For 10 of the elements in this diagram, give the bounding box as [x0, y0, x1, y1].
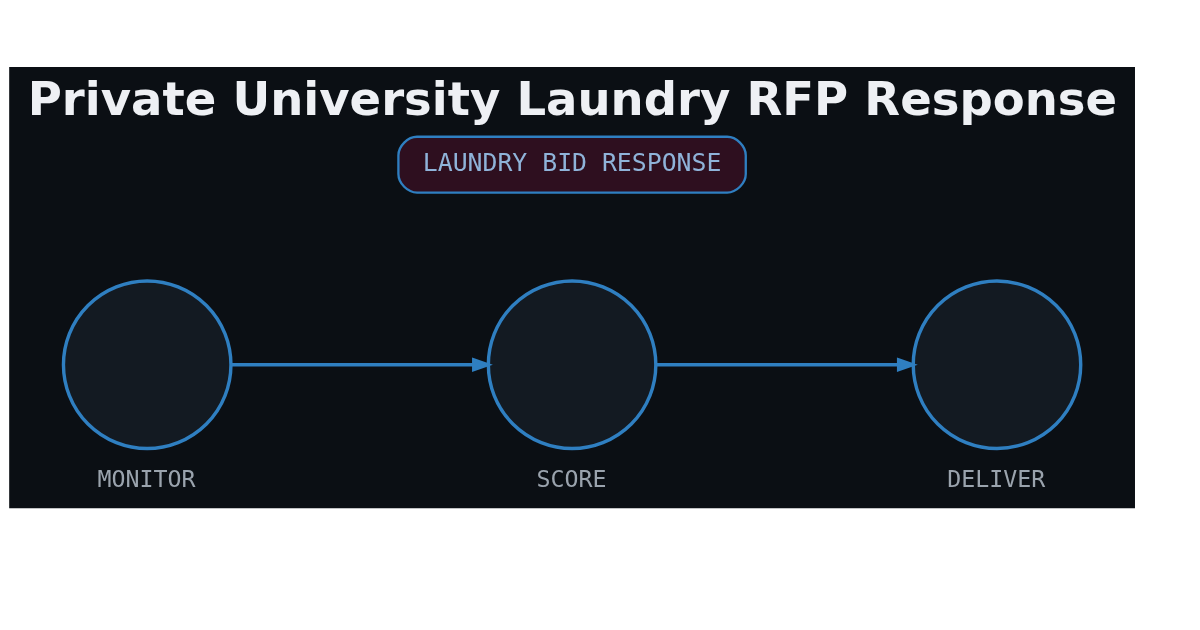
node-label: MONITOR: [97, 464, 196, 492]
node-label: DELIVER: [947, 464, 1046, 492]
node-box: LAUNDRY BID RESPONSE: [397, 135, 747, 194]
diagram-title: Private University Laundry RFP Response: [27, 71, 1118, 126]
node-circle: [61, 278, 233, 450]
arrow: [231, 356, 493, 372]
arrow: [655, 356, 918, 372]
node-label: SCORE: [536, 464, 607, 492]
node-circle: [911, 278, 1083, 450]
node-circle: [486, 278, 658, 450]
